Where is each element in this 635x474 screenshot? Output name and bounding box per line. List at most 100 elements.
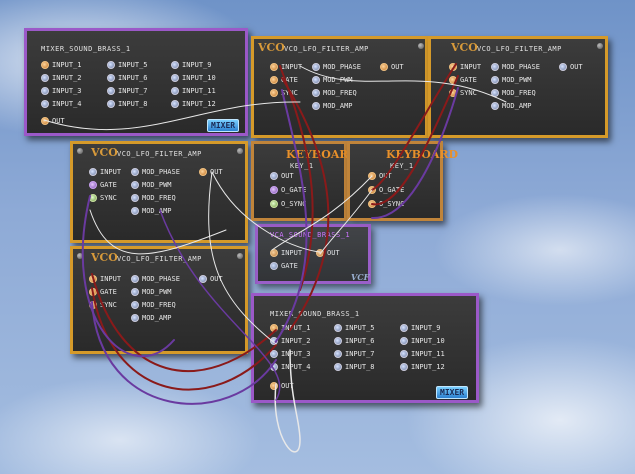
- vco-port[interactable]: INPUT: [89, 275, 121, 283]
- vco-port[interactable]: MOD_PWM: [131, 181, 172, 189]
- mixer-port[interactable]: INPUT_11: [400, 350, 445, 358]
- jack-icon[interactable]: [312, 63, 320, 71]
- keyboard-port[interactable]: O_GATE: [270, 186, 306, 194]
- jack-icon[interactable]: [41, 117, 49, 125]
- vco-port[interactable]: MOD_FREQ: [312, 89, 357, 97]
- jack-icon[interactable]: [107, 87, 115, 95]
- jack-icon[interactable]: [449, 63, 457, 71]
- mixer-port[interactable]: INPUT_7: [107, 87, 148, 95]
- mixer-out-port[interactable]: OUT: [270, 382, 294, 390]
- vco-port[interactable]: SYNC: [89, 194, 117, 202]
- vco-port[interactable]: MOD_PWM: [131, 288, 172, 296]
- jack-icon[interactable]: [89, 194, 97, 202]
- jack-icon[interactable]: [400, 324, 408, 332]
- vco-port[interactable]: MOD_AMP: [131, 314, 172, 322]
- vco-out-port[interactable]: OUT: [199, 168, 223, 176]
- mixer-port[interactable]: INPUT_3: [270, 350, 311, 358]
- jack-icon[interactable]: [41, 100, 49, 108]
- mixer-port[interactable]: INPUT_3: [41, 87, 82, 95]
- vco-port[interactable]: MOD_FREQ: [131, 194, 176, 202]
- jack-icon[interactable]: [131, 288, 139, 296]
- keyboard-port[interactable]: OUT: [368, 172, 392, 180]
- jack-icon[interactable]: [171, 100, 179, 108]
- jack-icon[interactable]: [131, 168, 139, 176]
- vco-out-port[interactable]: OUT: [199, 275, 223, 283]
- mixer-port[interactable]: INPUT_8: [107, 100, 148, 108]
- jack-icon[interactable]: [270, 89, 278, 97]
- vco-port[interactable]: MOD_FREQ: [131, 301, 176, 309]
- jack-icon[interactable]: [380, 63, 388, 71]
- mixer-out-port[interactable]: OUT: [41, 117, 65, 125]
- vco-port[interactable]: GATE: [89, 288, 117, 296]
- vco-port[interactable]: MOD_PWM: [491, 76, 532, 84]
- jack-icon[interactable]: [368, 200, 376, 208]
- vco-port[interactable]: SYNC: [89, 301, 117, 309]
- jack-icon[interactable]: [368, 172, 376, 180]
- jack-icon[interactable]: [270, 382, 278, 390]
- vcf-module[interactable]: VCA_SOUND_BRASS_1 INPUT GATE OUT VCF: [255, 224, 371, 284]
- jack-icon[interactable]: [270, 350, 278, 358]
- jack-icon[interactable]: [131, 194, 139, 202]
- vco-port[interactable]: MOD_AMP: [491, 102, 532, 110]
- jack-icon[interactable]: [107, 74, 115, 82]
- jack-icon[interactable]: [89, 288, 97, 296]
- jack-icon[interactable]: [400, 350, 408, 358]
- jack-icon[interactable]: [89, 181, 97, 189]
- jack-icon[interactable]: [270, 249, 278, 257]
- jack-icon[interactable]: [131, 301, 139, 309]
- jack-icon[interactable]: [334, 350, 342, 358]
- mixer-port[interactable]: INPUT_12: [171, 100, 216, 108]
- vco-module-1[interactable]: VCO VCO_LFO_FILTER_AMP INPUT GATE SYNC M…: [251, 36, 428, 138]
- vco-port[interactable]: INPUT: [270, 63, 302, 71]
- mixer-port[interactable]: INPUT_5: [334, 324, 375, 332]
- vcf-port[interactable]: GATE: [270, 262, 298, 270]
- vco-out-port[interactable]: OUT: [559, 63, 583, 71]
- mixer-port[interactable]: INPUT_5: [107, 61, 148, 69]
- vco-port[interactable]: MOD_PHASE: [131, 275, 180, 283]
- vcf-out-port[interactable]: OUT: [316, 249, 340, 257]
- vco-port[interactable]: GATE: [89, 181, 117, 189]
- mixer-port[interactable]: INPUT_8: [334, 363, 375, 371]
- jack-icon[interactable]: [312, 102, 320, 110]
- mixer-port[interactable]: INPUT_1: [270, 324, 311, 332]
- mixer-port[interactable]: INPUT_4: [41, 100, 82, 108]
- jack-icon[interactable]: [131, 181, 139, 189]
- mixer-port[interactable]: INPUT_4: [270, 363, 311, 371]
- mixer-port[interactable]: INPUT_10: [171, 74, 216, 82]
- vco-port[interactable]: SYNC: [270, 89, 298, 97]
- jack-icon[interactable]: [316, 249, 324, 257]
- jack-icon[interactable]: [334, 324, 342, 332]
- jack-icon[interactable]: [199, 275, 207, 283]
- vco-port[interactable]: MOD_PWM: [312, 76, 353, 84]
- jack-icon[interactable]: [270, 337, 278, 345]
- jack-icon[interactable]: [270, 262, 278, 270]
- jack-icon[interactable]: [334, 337, 342, 345]
- jack-icon[interactable]: [107, 100, 115, 108]
- vco-port[interactable]: MOD_AMP: [131, 207, 172, 215]
- vco-port[interactable]: GATE: [270, 76, 298, 84]
- jack-icon[interactable]: [131, 207, 139, 215]
- keyboard-port[interactable]: O_GATE: [368, 186, 404, 194]
- jack-icon[interactable]: [131, 275, 139, 283]
- keyboard-port[interactable]: O_SYNC: [270, 200, 306, 208]
- jack-icon[interactable]: [270, 76, 278, 84]
- jack-icon[interactable]: [491, 102, 499, 110]
- keyboard-port[interactable]: OUT: [270, 172, 294, 180]
- mixer-port[interactable]: INPUT_6: [334, 337, 375, 345]
- vco-module-2[interactable]: VCO VCO_LFO_FILTER_AMP INPUT GATE SYNC M…: [428, 36, 608, 138]
- jack-icon[interactable]: [449, 89, 457, 97]
- jack-icon[interactable]: [270, 324, 278, 332]
- keyboard-module-1[interactable]: KEYBOARD KEY_1 OUT O_GATE O_SYNC: [251, 141, 358, 221]
- jack-icon[interactable]: [41, 74, 49, 82]
- jack-icon[interactable]: [400, 337, 408, 345]
- keyboard-module-2[interactable]: KEYBOARD KEY_1 OUT O_GATE O_SYNC: [347, 141, 458, 221]
- jack-icon[interactable]: [270, 186, 278, 194]
- jack-icon[interactable]: [41, 87, 49, 95]
- jack-icon[interactable]: [270, 200, 278, 208]
- jack-icon[interactable]: [449, 76, 457, 84]
- jack-icon[interactable]: [270, 63, 278, 71]
- vco-port[interactable]: SYNC: [449, 89, 477, 97]
- jack-icon[interactable]: [171, 61, 179, 69]
- mixer-port[interactable]: INPUT_9: [171, 61, 212, 69]
- vco-port[interactable]: MOD_FREQ: [491, 89, 536, 97]
